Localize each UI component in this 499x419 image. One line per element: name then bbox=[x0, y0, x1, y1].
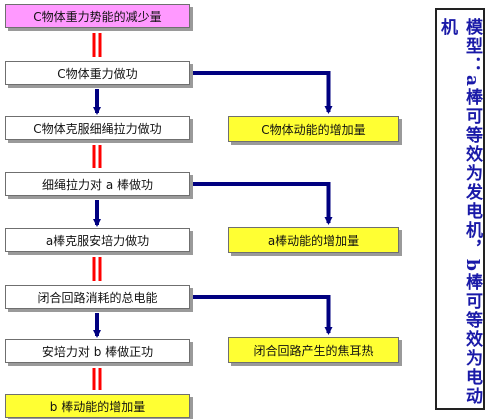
box-joule-heat: 闭合回路产生的焦耳热 bbox=[228, 337, 399, 363]
branch-arrow bbox=[190, 71, 333, 114]
model-note-text: 模型：a棒可等效为发电机，b棒可等效为电动机 bbox=[437, 18, 482, 406]
box-c-gravity-work: C物体重力做功 bbox=[5, 61, 190, 85]
box-c-ke-increase: C物体动能的增加量 bbox=[228, 116, 399, 142]
box-total-electric: 闭合回路消耗的总电能 bbox=[5, 285, 190, 309]
box-c-pe-decrease: C物体重力势能的减少量 bbox=[5, 4, 190, 28]
branch-arrow bbox=[190, 182, 333, 225]
box-b-ke-increase: b 棒动能的增加量 bbox=[5, 394, 190, 418]
box-ampere-work-b: 安培力对 b 棒做正功 bbox=[5, 339, 190, 363]
branch-arrow bbox=[190, 295, 333, 335]
box-tension-work-a: 细绳拉力对 a 棒做功 bbox=[5, 172, 190, 196]
box-c-tension-work: C物体克服细绳拉力做功 bbox=[5, 116, 190, 140]
model-note-box: 模型：a棒可等效为发电机，b棒可等效为电动机 bbox=[435, 8, 485, 410]
box-a-ampere-work: a棒克服安培力做功 bbox=[5, 228, 190, 252]
box-a-ke-increase: a棒动能的增加量 bbox=[228, 227, 399, 253]
